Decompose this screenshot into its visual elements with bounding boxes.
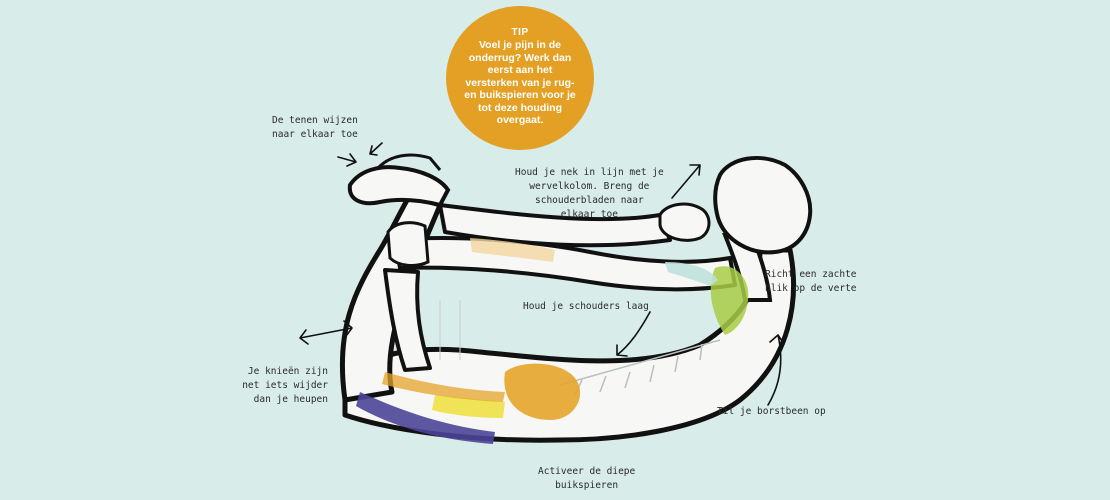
tip-title: TIP — [511, 27, 529, 39]
tip-body: Voel je pijn in de onderrug? Werk dan ee… — [464, 39, 576, 127]
label-knees-line: Je knieën zijn — [247, 366, 328, 377]
label-abs-line: buikspieren — [555, 480, 619, 491]
shoulders-down-arrow-icon — [616, 311, 651, 357]
muscle-highlights — [356, 238, 749, 444]
label-knees-line: net iets wijder — [242, 380, 328, 391]
sternum-lift-arrow-icon — [767, 334, 785, 406]
label-neck-line: Houd je nek in lijn met je — [515, 167, 664, 178]
label-sternum-line: Til je borstbeen op — [717, 406, 826, 417]
neck-arrow-icon — [671, 164, 701, 199]
label-gaze-line: blik op de verte — [765, 283, 857, 294]
label-neck-line: elkaar toe — [560, 209, 618, 220]
knees-width-arrow-icon — [299, 320, 353, 345]
label-knees: Je knieën zijn net iets wijder dan je he… — [236, 365, 328, 407]
label-neck: Houd je nek in lijn met je wervelkolom. … — [515, 166, 664, 222]
label-gaze: Richt een zachte blik op de verte — [765, 268, 857, 296]
label-neck-line: schouderbladen naar — [535, 195, 644, 206]
label-toes-line: naar elkaar toe — [272, 129, 358, 140]
tip-badge: TIP Voel je pijn in de onderrug? Werk da… — [446, 6, 594, 150]
label-knees-line: dan je heupen — [253, 394, 328, 405]
label-gaze-line: Richt een zachte — [765, 269, 857, 280]
label-shoulders-line: Houd je schouders laag — [523, 301, 649, 312]
label-shoulders: Houd je schouders laag — [523, 300, 649, 314]
label-sternum: Til je borstbeen op — [717, 405, 826, 419]
direction-arrows — [299, 142, 785, 406]
label-abs: Activeer de diepe buikspieren — [538, 465, 635, 493]
label-neck-line: wervelkolom. Breng de — [529, 181, 650, 192]
toes-converge-arrows — [337, 142, 383, 167]
label-toes-line: De tenen wijzen — [272, 115, 358, 126]
label-toes: De tenen wijzen naar elkaar toe — [272, 114, 358, 142]
label-abs-line: Activeer de diepe — [538, 466, 636, 477]
